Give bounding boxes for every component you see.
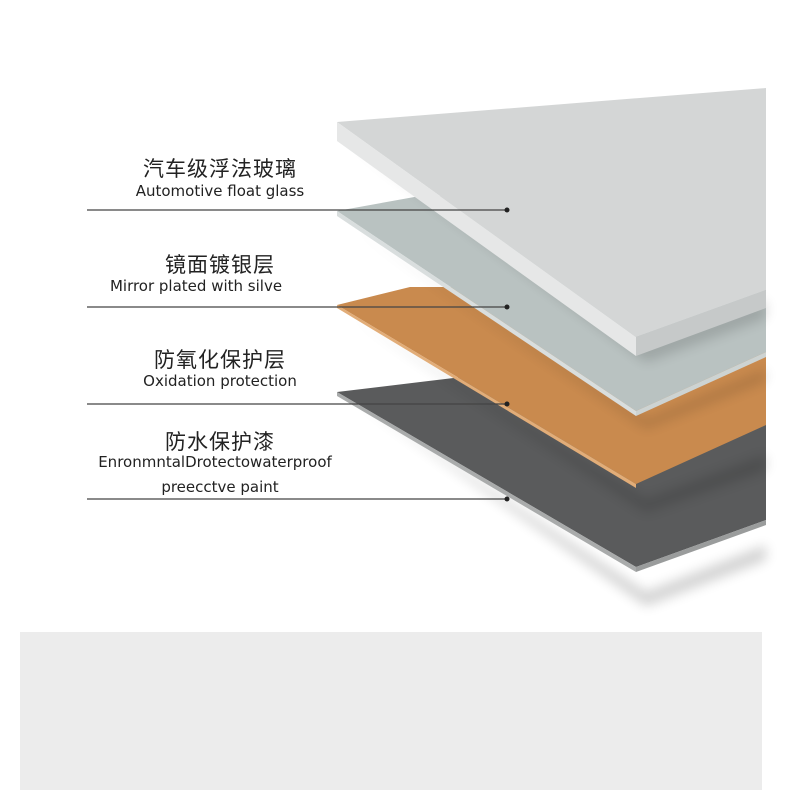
paint-label-en: EnronmntalDrotectowaterproof bbox=[98, 453, 332, 471]
glass-label-cn: 汽车级浮法玻璃 bbox=[143, 157, 297, 181]
leader-lines bbox=[87, 207, 510, 502]
mirror-label-en: Mirror plated with silve bbox=[109, 277, 283, 295]
glass-layer bbox=[337, 88, 766, 362]
glass-label-en: Automotive float glass bbox=[135, 182, 305, 200]
paint-label-cn: 防水保护漆 bbox=[165, 430, 275, 454]
paint-label-en-line2: preecctve paint bbox=[161, 478, 279, 496]
mirror-label-cn: 镜面镀银层 bbox=[165, 253, 275, 277]
oxidation-label-en: Oxidation protection bbox=[143, 372, 297, 390]
oxidation-label-cn: 防氧化保护层 bbox=[154, 348, 286, 372]
bottom-panel bbox=[20, 632, 762, 790]
